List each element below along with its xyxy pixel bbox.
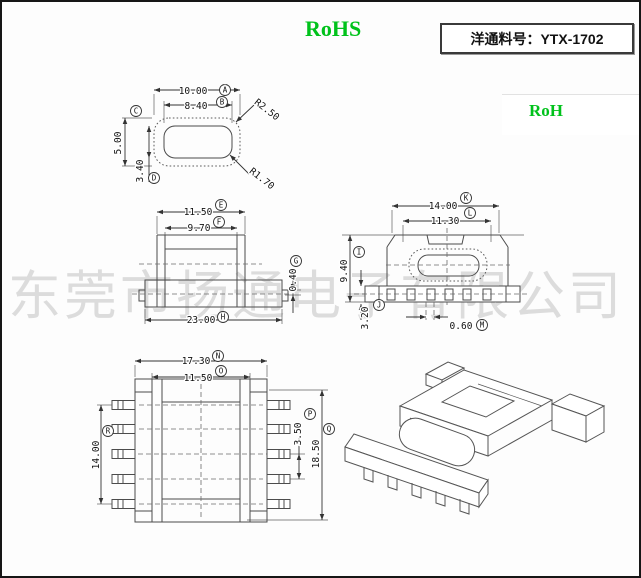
dim-r-outer-value: R2.50 [252, 97, 282, 123]
dim-e-value: 11.50 [184, 207, 213, 218]
dim-q-value: 18.50 [311, 439, 322, 468]
svg-text:E: E [219, 201, 224, 210]
front-view-dim-lines [347, 203, 499, 320]
svg-text:G: G [294, 257, 299, 266]
svg-text:Q: Q [327, 425, 332, 434]
svg-text:F: F [217, 218, 222, 227]
svg-text:D: D [152, 174, 157, 183]
ref-r-badge: R [102, 425, 114, 437]
dim-c-value: 5.00 [113, 131, 124, 154]
rohs-badge: RoHS [305, 16, 362, 41]
svg-text:H: H [221, 313, 226, 322]
ref-l-badge: L [464, 207, 476, 219]
side-view-outline [138, 234, 289, 308]
ref-d-badge: D [148, 172, 160, 184]
dim-a-value: 10.00 [179, 86, 208, 97]
side-view-dim-lines [145, 209, 296, 323]
dim-g-value: 0.40 [288, 268, 299, 291]
ref-j-badge: J [373, 299, 385, 311]
svg-text:O: O [219, 367, 224, 376]
core-section-view: 10.00 A 8.40 B C 5.00 3.40 D R2.50 R1.70 [112, 84, 283, 194]
dim-h-value: 23.00 [187, 315, 216, 326]
svg-text:P: P [308, 410, 313, 419]
core-inner-outline [163, 125, 233, 159]
top-view-extension-lines [97, 365, 328, 521]
dim-d-value: 3.40 [135, 159, 146, 182]
part-number-box: 洋通料号：YTX-1702 [440, 23, 634, 54]
dim-r-value: 14.00 [91, 440, 102, 469]
ref-m-badge: M [476, 319, 488, 331]
ref-o-badge: O [215, 365, 227, 377]
ref-a-badge: A [219, 84, 231, 96]
top-view-centerlines [130, 384, 272, 517]
dim-k-value: 14.00 [429, 201, 458, 212]
svg-text:A: A [223, 86, 228, 95]
dim-j-value: 3.20 [360, 306, 371, 329]
front-view: 14.00 K 11.30 L 9.40 I 3.20 J 0.60 M [338, 192, 530, 333]
svg-text:N: N [216, 352, 221, 361]
svg-text:I: I [357, 248, 362, 257]
side-view: 11.50 E 9.70 F 0.40 G 23.00 H [132, 199, 302, 327]
dim-i-value: 9.40 [339, 259, 350, 282]
part-number-text: 洋通料号：YTX-1702 [470, 30, 604, 47]
front-view-outline [386, 234, 509, 286]
svg-text:B: B [220, 98, 225, 107]
ref-e-badge: E [215, 199, 227, 211]
dim-m-value: 0.60 [450, 321, 473, 332]
side-view-extension-lines [144, 216, 301, 324]
front-core-inner [417, 254, 480, 277]
dim-l-value: 11.30 [431, 216, 460, 227]
svg-text:R: R [106, 427, 111, 436]
ref-g-badge: G [290, 255, 302, 267]
top-view-right-pins [266, 400, 291, 509]
ref-b-badge: B [216, 96, 228, 108]
top-view-dim-lines [98, 358, 325, 520]
ref-h-badge: H [217, 311, 229, 323]
dim-o-value: 11.50 [184, 373, 213, 384]
ref-c-badge: C [130, 105, 142, 117]
top-view: 17.30 N 11.50 O 14.00 R 3.50 P 18.50 Q [90, 350, 335, 523]
dim-f-value: 9.70 [188, 223, 211, 234]
dim-b-value: 8.40 [185, 101, 208, 112]
ref-i-badge: I [353, 246, 365, 258]
dim-n-value: 17.30 [182, 356, 211, 367]
rohs-right-patch [502, 94, 639, 135]
svg-text:C: C [134, 107, 139, 116]
top-view-left-pins [111, 400, 136, 509]
ref-n-badge: N [212, 350, 224, 362]
svg-text:L: L [468, 209, 473, 218]
dim-p-value: 3.50 [293, 422, 304, 445]
ref-p-badge: P [304, 408, 316, 420]
ref-f-badge: F [213, 216, 225, 228]
svg-text:K: K [464, 194, 469, 203]
isometric-view [344, 361, 606, 515]
ref-q-badge: Q [323, 423, 335, 435]
ref-k-badge: K [460, 192, 472, 204]
svg-text:M: M [480, 321, 485, 330]
svg-text:J: J [377, 301, 382, 310]
dim-r-inner-value: R1.70 [247, 166, 277, 192]
core-outer-outline [153, 117, 241, 167]
rohs-badge-right: RoH [529, 101, 563, 120]
